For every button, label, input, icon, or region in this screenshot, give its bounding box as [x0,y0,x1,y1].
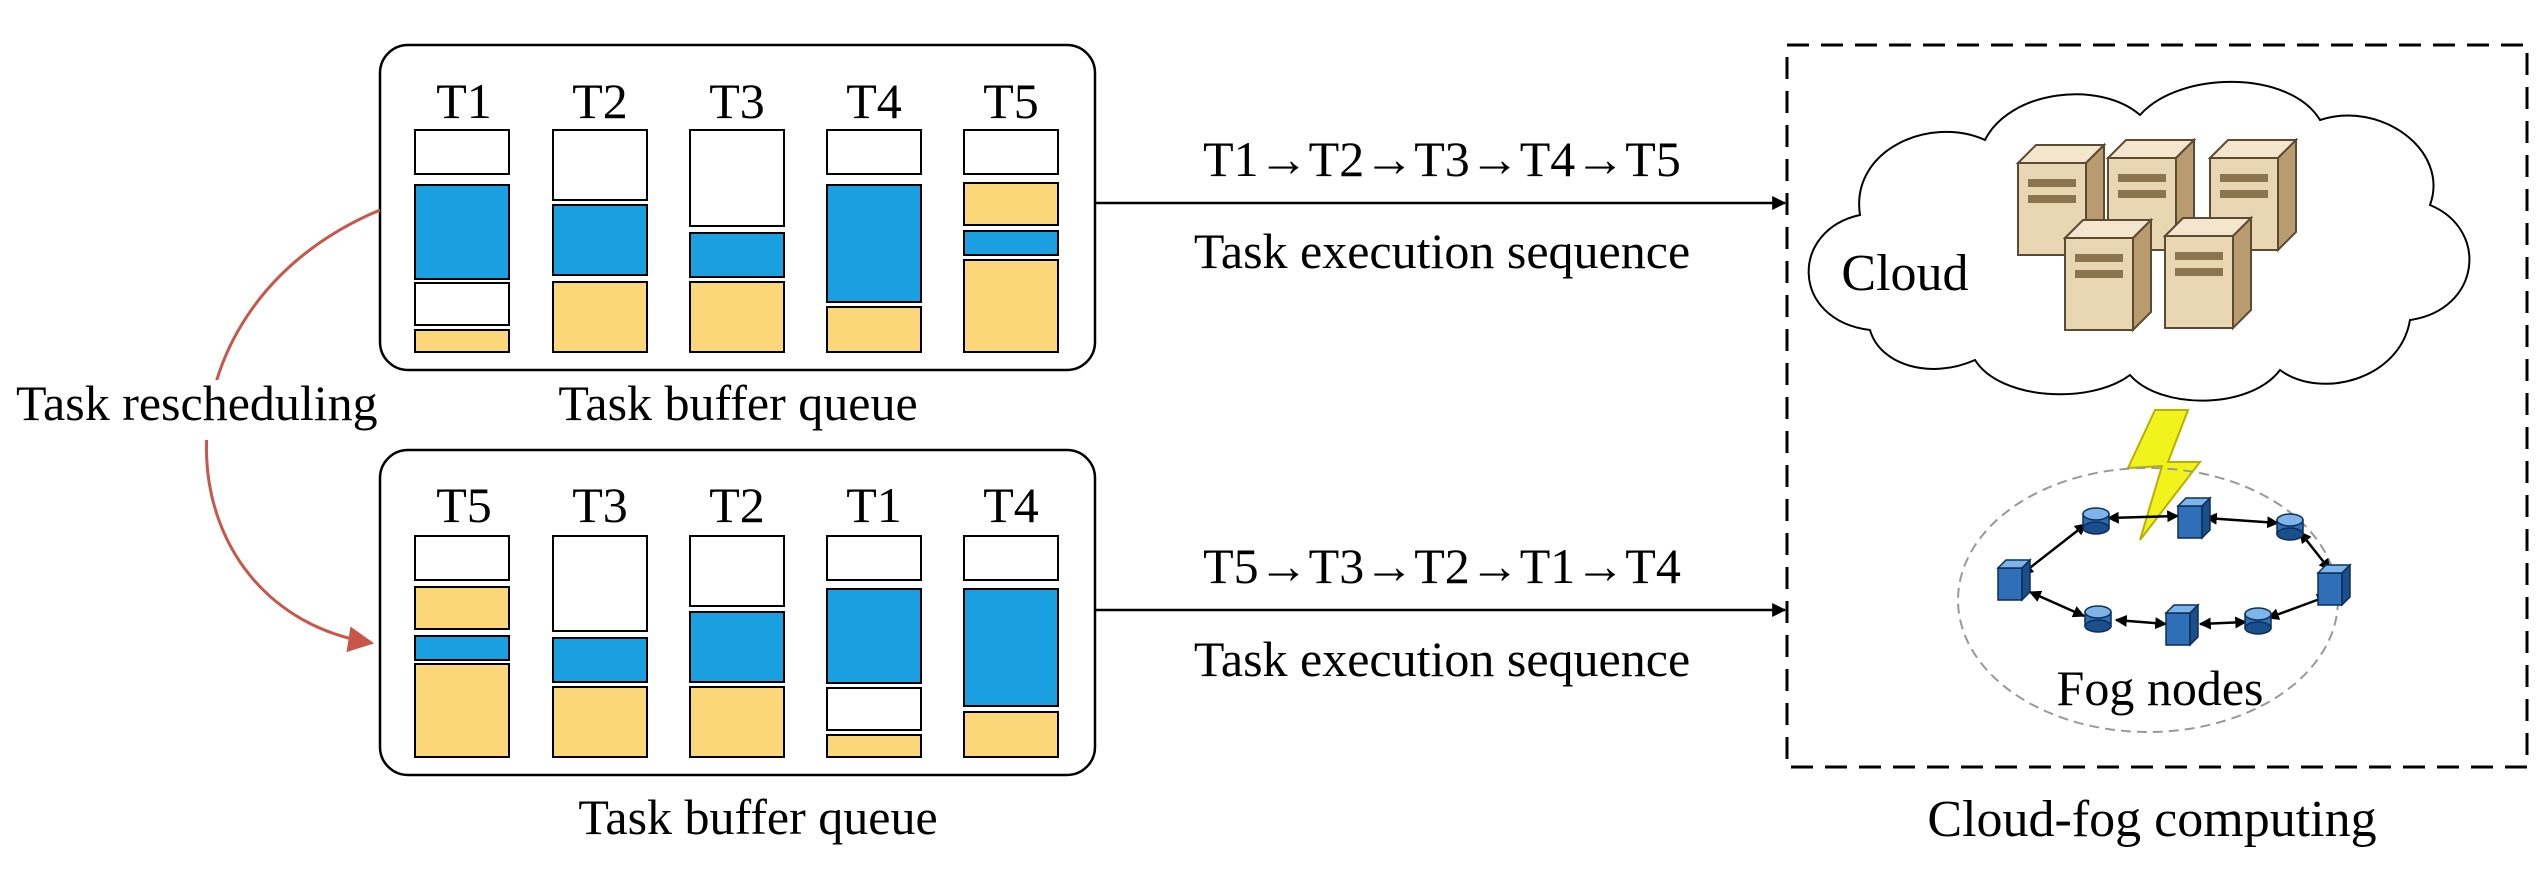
segment-white [963,129,1059,175]
disk-cylinder-icon [2244,607,2272,635]
segment-white [552,535,648,632]
segment-blue [689,232,785,278]
segment-yellow [414,329,510,353]
queue-bottom-columns: T5 T3 T2 T1 T4 [414,477,1059,758]
segment-yellow [552,686,648,758]
segment-white [689,535,785,607]
fog-disks [2082,507,2304,635]
fog-nodes-label: Fog nodes [2057,660,2264,716]
segment-white [689,129,785,227]
segment-blue [552,204,648,276]
task-label: T4 [983,477,1039,533]
rescheduling-arrow [205,208,381,653]
task-label: T3 [572,477,628,533]
segment-yellow [414,586,510,630]
fog-servers [1996,496,2352,647]
segment-white [826,535,922,581]
server-node-icon [2164,603,2200,647]
cloud-label: Cloud [1841,245,1968,302]
server-tower-icon [2062,217,2154,333]
task-label: T1 [436,73,492,129]
segment-blue [414,635,510,661]
segment-blue [963,230,1059,256]
server-node-icon [2176,496,2212,540]
segment-blue [826,588,922,684]
cloud-servers [2015,137,2299,333]
segment-blue [689,611,785,683]
task-label: T5 [436,477,492,533]
cloud-fog-computing-label: Cloud-fog computing [1927,791,2376,848]
segment-yellow [826,306,922,353]
rescheduling-label-bg [12,380,452,440]
segment-white [826,687,922,731]
task-label: T3 [709,73,765,129]
segment-white [552,129,648,201]
buffer-queue-label-top: Task buffer queue [558,375,917,431]
segment-yellow [689,281,785,353]
task-label: T1 [846,477,902,533]
server-node-icon [1996,558,2032,602]
cloud-fog-panel [1785,43,2529,769]
segment-yellow [963,259,1059,353]
segment-yellow [963,711,1059,758]
task-label: T2 [572,73,628,129]
task-label: T2 [709,477,765,533]
segment-blue [963,588,1059,707]
segment-blue [552,637,648,683]
disk-cylinder-icon [2084,605,2112,633]
segment-white [414,535,510,581]
sequence-top: T1→T2→T3→T4→T5 [1203,131,1681,187]
task-label: T4 [846,73,902,129]
segment-white [826,129,922,175]
server-tower-icon [2162,215,2254,331]
segment-yellow [689,686,785,758]
segment-yellow [552,281,648,353]
buffer-queue-label-bottom: Task buffer queue [578,789,937,845]
disk-cylinder-icon [2276,513,2304,541]
queue-top-columns: T1 T2 T3 T4 T5 [414,73,1059,353]
segment-blue [414,184,510,280]
task-label: T5 [983,73,1039,129]
sequence-bottom: T5→T3→T2→T1→T4 [1203,538,1681,594]
exec-sequence-label-top: Task execution sequence [1194,223,1690,279]
segment-white [414,282,510,326]
exec-sequence-label-bottom: Task execution sequence [1194,631,1690,687]
segment-white [414,129,510,175]
lightning-bolt-icon [2126,409,2203,541]
task-rescheduling-label: Task rescheduling [16,375,378,431]
segment-blue [826,184,922,303]
fog-links [2021,510,2331,630]
server-node-icon [2316,563,2352,607]
segment-yellow [826,734,922,758]
segment-white [963,535,1059,581]
segment-yellow [963,182,1059,226]
segment-yellow [414,663,510,758]
disk-cylinder-icon [2082,507,2110,535]
